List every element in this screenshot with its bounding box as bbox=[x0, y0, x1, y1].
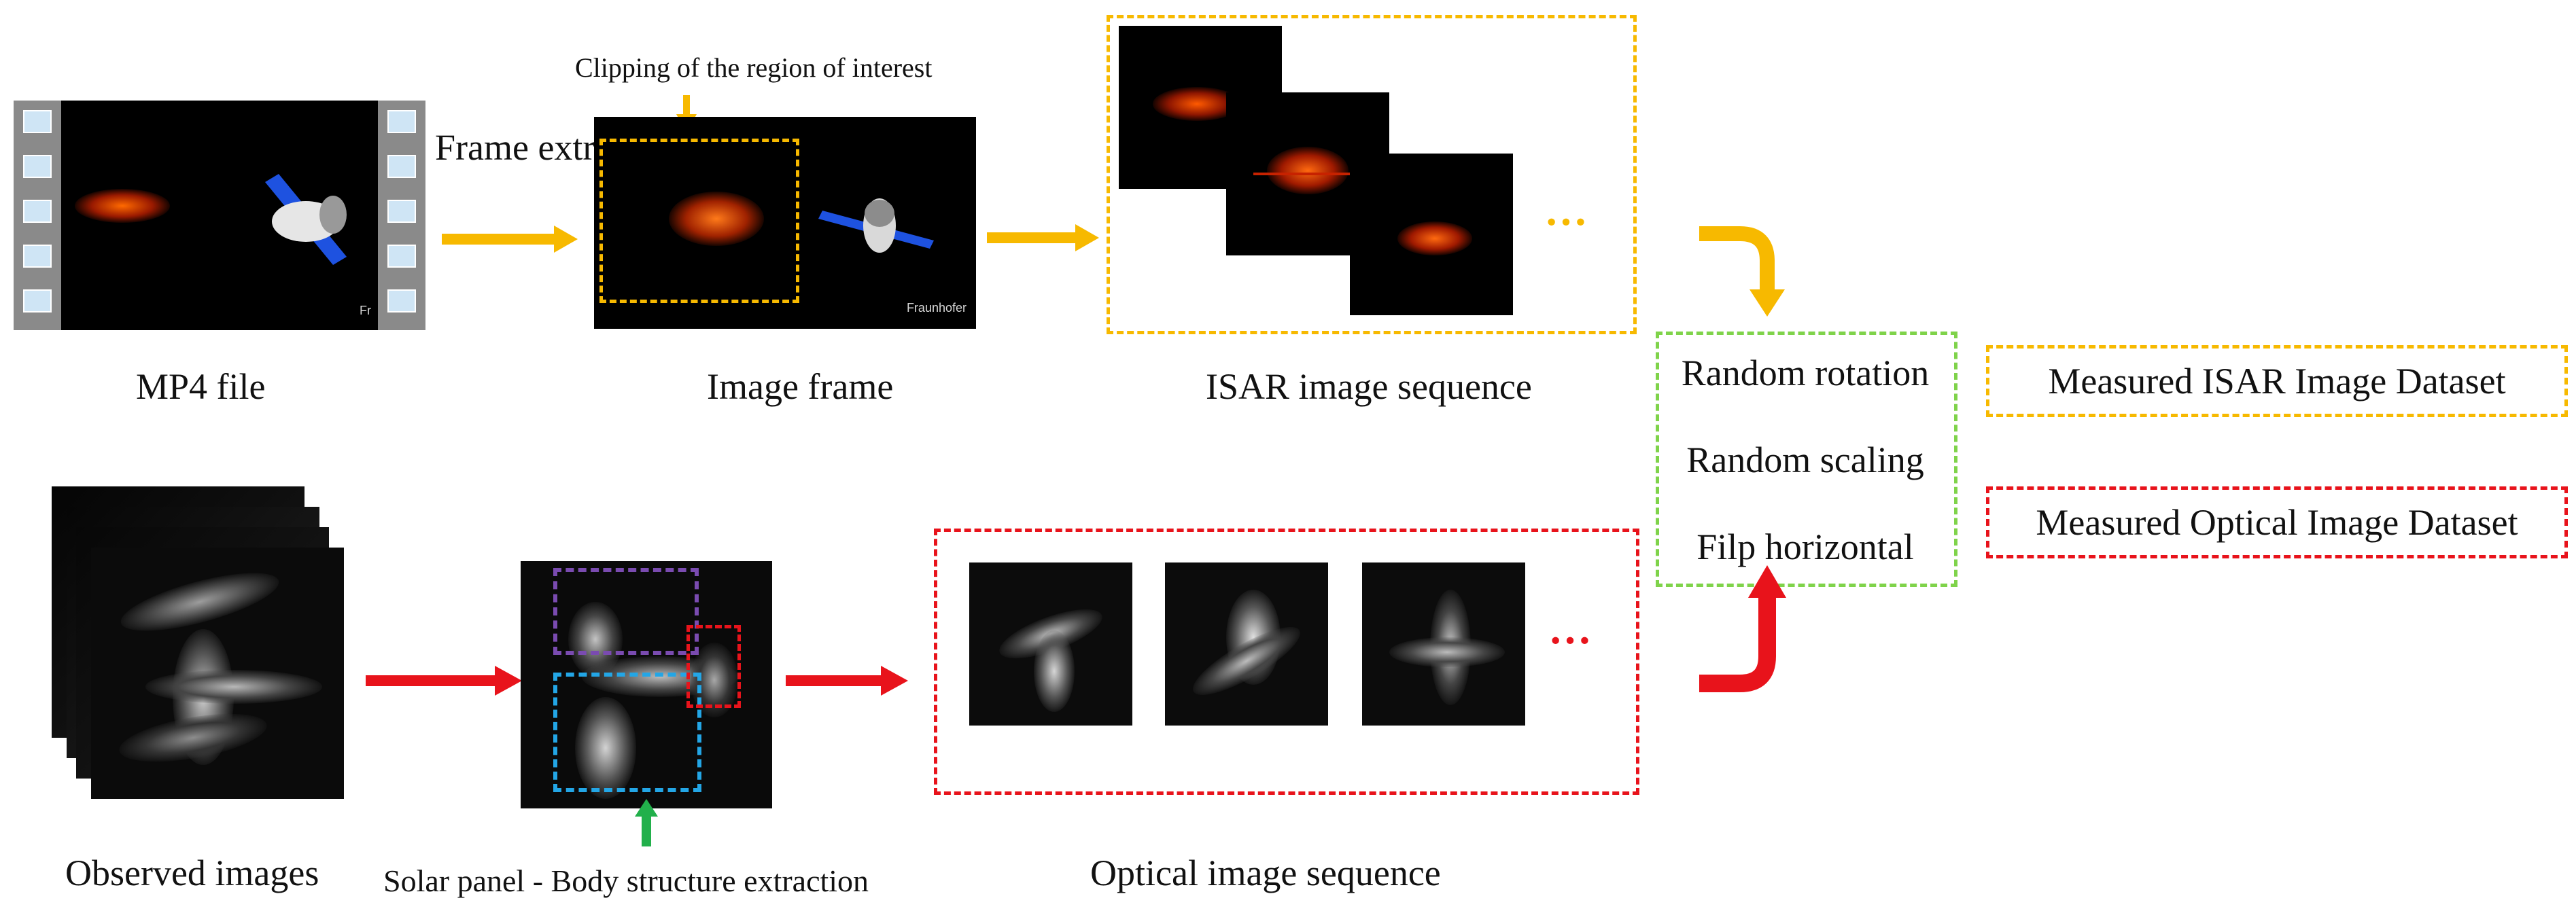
watermark-text: Fr bbox=[360, 304, 371, 317]
augmentation-box bbox=[1656, 332, 1957, 587]
clipping-label: Clipping of the region of interest bbox=[575, 52, 933, 83]
solar-panel-box bbox=[553, 568, 699, 655]
extraction-label: Solar panel - Body structure extraction bbox=[383, 863, 869, 898]
observed-images-label: Observed images bbox=[65, 853, 319, 893]
isar-dataset-box: Measured ISAR Image Dataset bbox=[1986, 345, 2568, 417]
frame-extraction-label: Frame extraction bbox=[435, 127, 685, 168]
region-of-interest-box bbox=[599, 139, 799, 303]
optical-sequence-box bbox=[934, 529, 1639, 795]
arrow-right-icon bbox=[786, 666, 908, 696]
optical-ellipsis: ··· bbox=[1548, 616, 1592, 664]
mp4-file-label: MP4 file bbox=[136, 366, 266, 407]
arrow-right-icon bbox=[366, 666, 522, 696]
optical-dataset-box: Measured Optical Image Dataset bbox=[1986, 486, 2568, 558]
watermark-text: Fraunhofer bbox=[906, 301, 967, 315]
image-frame-label: Image frame bbox=[707, 366, 894, 407]
augmentation-item: Filp horizontal bbox=[1696, 526, 1914, 567]
curved-arrow-icon bbox=[1699, 565, 1786, 692]
satellite-icon bbox=[265, 174, 347, 265]
augmentation-item: Random rotation bbox=[1681, 353, 1930, 393]
optical-image-1 bbox=[969, 562, 1132, 726]
augmentation-item: Random scaling bbox=[1686, 440, 1924, 480]
optical-image-3 bbox=[1362, 562, 1525, 726]
optical-sequence-label: Optical image sequence bbox=[1090, 853, 1441, 893]
arrow-up-icon bbox=[635, 799, 658, 846]
mp4-file-icon: Fr bbox=[14, 101, 425, 330]
observed-images-stack bbox=[52, 486, 351, 799]
isar-image-3 bbox=[1350, 154, 1513, 315]
arrow-right-icon bbox=[987, 224, 1099, 251]
optical-dataset-label: Measured Optical Image Dataset bbox=[2036, 502, 2518, 543]
isar-dataset-label: Measured ISAR Image Dataset bbox=[2048, 361, 2506, 401]
arrow-right-icon bbox=[442, 226, 578, 253]
module-box bbox=[686, 625, 741, 708]
isar-sequence-label: ISAR image sequence bbox=[1206, 366, 1532, 407]
image-frame: Fraunhofer bbox=[594, 117, 976, 329]
curved-arrow-icon bbox=[1699, 226, 1785, 317]
optical-image-2 bbox=[1165, 562, 1328, 726]
body-structure-box bbox=[553, 673, 701, 792]
isar-ellipsis: ··· bbox=[1544, 198, 1588, 246]
isar-sequence-box bbox=[1107, 15, 1637, 334]
